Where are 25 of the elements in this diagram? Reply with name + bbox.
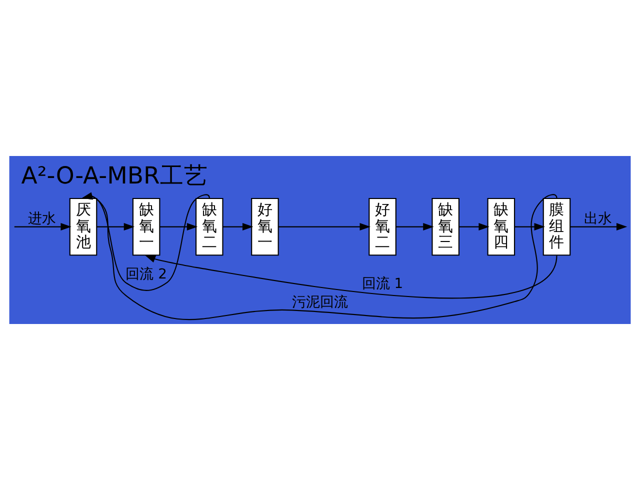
arrow: [459, 223, 490, 231]
edge-label: 回流 2: [126, 266, 167, 283]
node-box: 缺氧三: [432, 198, 460, 256]
arrow: [222, 223, 254, 231]
arrow: [160, 223, 198, 231]
node-box: 好氧二: [368, 198, 396, 256]
edge-label: 回流 1: [362, 276, 404, 292]
node-box: 缺氧一: [132, 198, 160, 256]
arrow: [396, 223, 434, 231]
node-box: 厌氧池: [69, 198, 98, 256]
edge-label: 进水: [28, 210, 56, 227]
node-box: 缺氧四: [487, 198, 516, 256]
node-box: 缺氧二: [196, 198, 224, 256]
arrow: [96, 223, 135, 231]
edge-label: 污泥回流: [292, 294, 348, 310]
arrow: [14, 223, 72, 231]
arrow: [570, 223, 628, 231]
arrow: [82, 192, 558, 320]
arrow: [144, 255, 558, 299]
edge-label: 出水: [584, 210, 612, 227]
node-box: 膜组件: [542, 198, 571, 256]
arrow: [514, 223, 545, 231]
diagram-title: A²-O-A-MBR工艺: [21, 161, 208, 190]
arrow: [278, 223, 370, 231]
node-box: 好氧一: [251, 198, 279, 256]
